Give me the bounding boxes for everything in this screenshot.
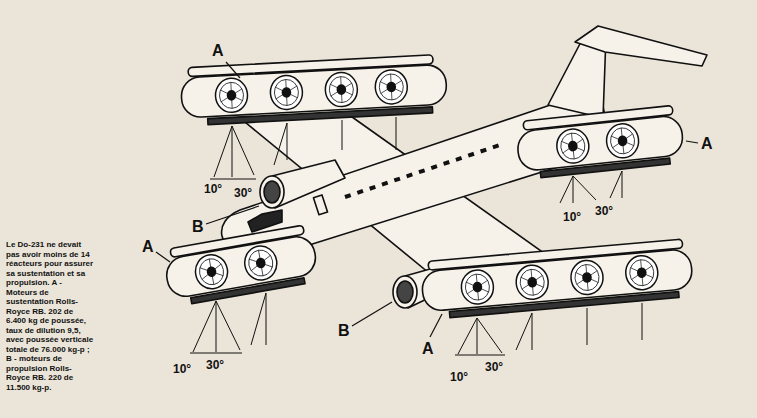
part-letter: A <box>141 238 155 256</box>
part-letter: B <box>191 218 205 236</box>
angle-label: 10° <box>449 371 469 384</box>
angle-label: 30° <box>233 187 253 200</box>
part-letter: B <box>337 322 351 340</box>
propulsion-nacelle <box>260 160 345 208</box>
lift-pod <box>515 105 685 180</box>
thrust-lines <box>190 117 642 355</box>
cabin-windows <box>345 145 500 197</box>
lift-pod <box>162 224 320 307</box>
part-letter: A <box>700 135 714 153</box>
cabin-door <box>313 195 327 215</box>
part-letter: A <box>421 340 435 358</box>
angle-label: 10° <box>562 211 582 224</box>
caption-text: Le Do-231 ne devait pas avoir moins de 1… <box>6 240 94 392</box>
lift-pod <box>420 238 694 319</box>
leader-lines <box>156 62 698 337</box>
part-letter: A <box>211 42 225 60</box>
angle-label: 10° <box>203 183 223 196</box>
angle-label: 10° <box>172 363 192 376</box>
tail-plane <box>575 26 707 66</box>
cockpit-window <box>248 210 282 232</box>
angle-label: 30° <box>484 361 504 374</box>
angle-label: 30° <box>594 205 614 218</box>
lift-pod <box>180 54 448 126</box>
angle-label: 30° <box>205 359 225 372</box>
